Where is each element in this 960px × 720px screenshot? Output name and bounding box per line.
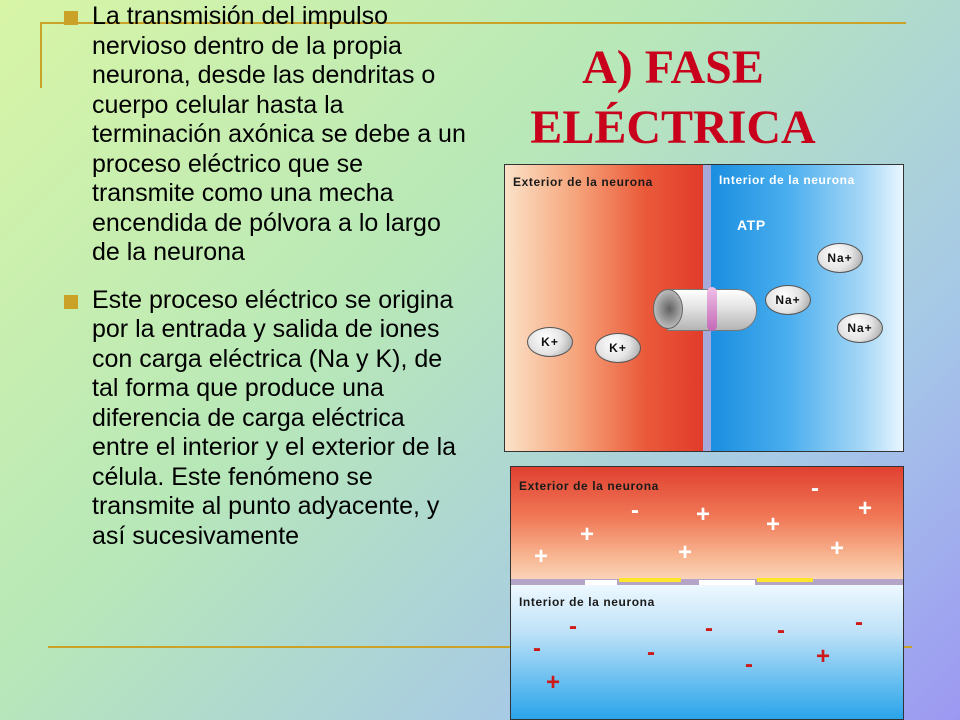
positive-charge: + xyxy=(677,539,692,566)
atp-label: ATP xyxy=(737,217,766,233)
bullet-text: Este proceso eléctrico se origina por la… xyxy=(92,285,457,550)
exterior-label: Exterior de la neurona xyxy=(519,479,659,493)
positive-charge: + xyxy=(857,495,872,522)
left-rule xyxy=(40,22,42,88)
interior-label: Interior de la neurona xyxy=(519,595,655,609)
positive-charge: + xyxy=(815,643,830,670)
charge-diagram: Exterior de la neurona Interior de la ne… xyxy=(510,466,904,720)
positive-charge: + xyxy=(579,521,594,548)
slide-title-line: ELÉCTRICA xyxy=(530,101,816,154)
top-rule xyxy=(40,22,906,24)
negative-charge: - xyxy=(569,613,577,640)
interior-region xyxy=(511,585,903,719)
positive-charge: + xyxy=(765,511,780,538)
membrane-gap xyxy=(699,580,755,585)
slide-title: A) FASE ELÉCTRICA xyxy=(498,38,848,158)
potassium-ion: K+ xyxy=(527,327,573,357)
sodium-ion: Na+ xyxy=(837,313,883,343)
exterior-region xyxy=(511,467,903,581)
bullet-list: La transmisión del impulso nervioso dent… xyxy=(58,2,468,551)
bottom-rule xyxy=(48,646,912,648)
negative-charge: - xyxy=(705,615,713,642)
membrane-gap xyxy=(585,580,617,585)
positive-charge: + xyxy=(829,535,844,562)
positive-charge: + xyxy=(545,669,560,696)
membrane-channel xyxy=(619,578,681,582)
bullet-item: La transmisión del impulso nervioso dent… xyxy=(58,2,468,268)
square-bullet-icon xyxy=(64,294,78,309)
exterior-label: Exterior de la neurona xyxy=(513,175,653,189)
negative-charge: - xyxy=(631,497,639,524)
bullet-item: Este proceso eléctrico se origina por la… xyxy=(58,286,468,552)
potassium-ion: K+ xyxy=(595,333,641,363)
bullet-text: La transmisión del impulso nervioso dent… xyxy=(92,2,466,266)
interior-label: Interior de la neurona xyxy=(719,173,855,187)
square-bullet-icon xyxy=(64,11,78,25)
negative-charge: - xyxy=(811,475,819,502)
positive-charge: + xyxy=(695,501,710,528)
ion-channel-icon xyxy=(653,287,757,331)
negative-charge: - xyxy=(533,635,541,662)
sodium-ion: Na+ xyxy=(765,285,811,315)
positive-charge: + xyxy=(533,543,548,570)
negative-charge: - xyxy=(647,639,655,666)
membrane-channel xyxy=(757,578,813,582)
sodium-ion: Na+ xyxy=(817,243,863,273)
ion-channel-diagram: Exterior de la neurona Interior de la ne… xyxy=(504,164,904,452)
negative-charge: - xyxy=(855,609,863,636)
negative-charge: - xyxy=(745,651,753,678)
slide-title-line: A) FASE xyxy=(582,41,764,94)
negative-charge: - xyxy=(777,617,785,644)
